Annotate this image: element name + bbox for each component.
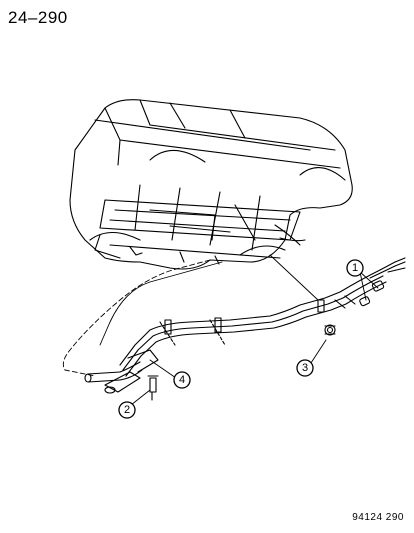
nut-part-3 [324, 324, 336, 336]
leader-body-to-harness [99, 261, 223, 346]
callout-1: 1 [346, 259, 364, 277]
leader-right [269, 254, 319, 301]
vehicle-body [69, 99, 353, 270]
connector-assembly [84, 349, 159, 401]
callout-3-leader [308, 339, 327, 367]
dashed-leader-left [62, 259, 211, 377]
callout-2-leader [130, 389, 151, 406]
callout-2: 2 [118, 401, 136, 419]
svg-text:2: 2 [124, 404, 130, 416]
callout-1-leader-b [359, 271, 367, 301]
callout-4: 4 [173, 371, 191, 389]
callout-4-leader [149, 359, 177, 379]
leader-lines [62, 254, 319, 377]
svg-text:3: 3 [302, 362, 308, 374]
page-title: 24–290 [8, 8, 68, 27]
svg-text:1: 1 [352, 262, 358, 274]
figure-code: 94124 290 [352, 512, 404, 523]
callout-3: 3 [296, 359, 314, 377]
callout-leaders [130, 271, 379, 406]
line-harness [119, 257, 406, 377]
callout-1-leader-a [359, 271, 379, 289]
svg-text:4: 4 [179, 374, 185, 386]
